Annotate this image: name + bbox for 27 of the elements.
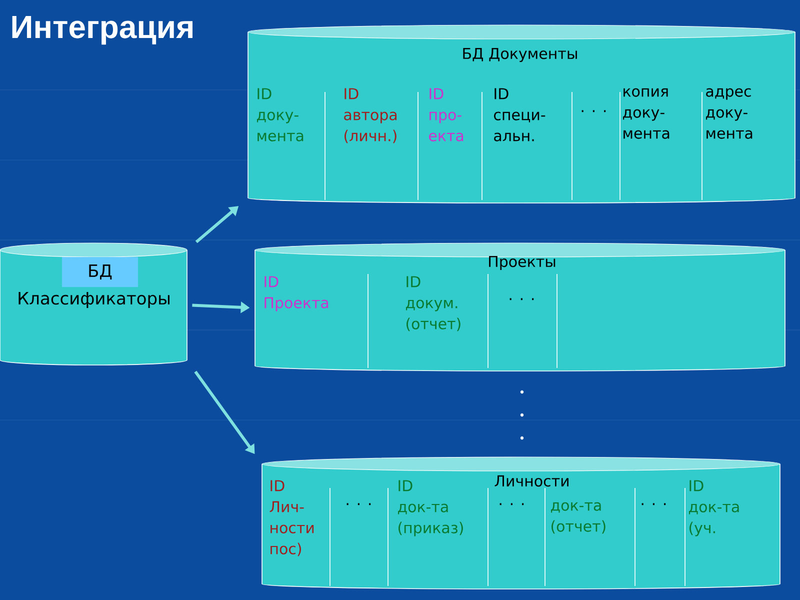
table-heading: Классификаторы bbox=[18, 292, 170, 308]
label-patch: БД bbox=[62, 257, 138, 287]
database-cylinder bbox=[262, 456, 780, 590]
table-heading: Проекты bbox=[489, 256, 556, 270]
column-text: ID доку- мента bbox=[257, 88, 304, 142]
ellipsis: . . . bbox=[510, 298, 534, 300]
column-text: ID специ- альн. bbox=[494, 88, 546, 142]
column-text: копия доку- мента bbox=[623, 88, 670, 139]
column-text: ID Лич- ности пос) bbox=[270, 480, 314, 556]
column-text: ID автора (личн.) bbox=[344, 88, 396, 144]
column-text: ID докум. (отчет) bbox=[406, 276, 460, 332]
database-cylinder bbox=[248, 24, 796, 204]
ellipsis: . . . bbox=[582, 110, 606, 112]
database-cylinder bbox=[0, 242, 188, 366]
column-text: ID про- екта bbox=[429, 88, 464, 142]
table-heading: БД Документы bbox=[463, 48, 577, 62]
ellipsis: . . . bbox=[500, 503, 524, 506]
ellipsis: . . . bbox=[642, 503, 666, 506]
ellipsis: . . . bbox=[346, 503, 371, 506]
column-text: док-та (отчет) bbox=[551, 502, 606, 534]
column-text: ID док-та (приказ) bbox=[398, 480, 463, 536]
column-text: адрес доку- мента bbox=[706, 88, 752, 139]
column-text: ID док-та (уч. bbox=[689, 480, 739, 536]
slide-title: Интеграция bbox=[12, 16, 192, 45]
database-cylinder bbox=[254, 242, 786, 372]
column-text: ID Проекта bbox=[264, 276, 328, 312]
table-heading: Личности bbox=[494, 475, 568, 487]
